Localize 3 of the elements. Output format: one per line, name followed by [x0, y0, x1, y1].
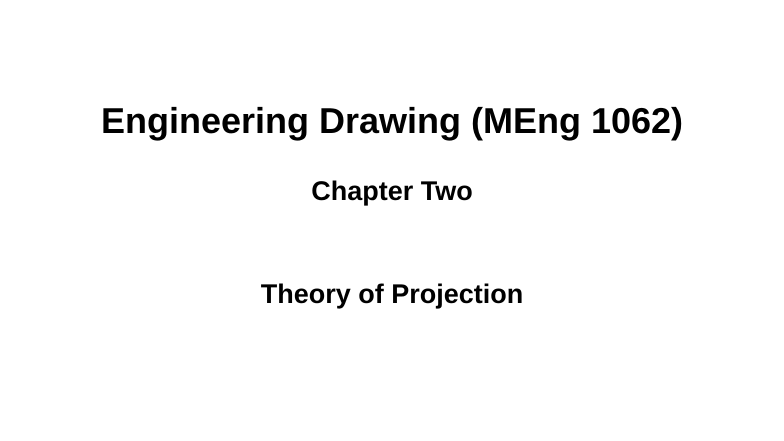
slide-title: Engineering Drawing (MEng 1062) [100, 100, 684, 142]
slide-subtitle: Theory of Projection [260, 279, 524, 310]
slide-subtitle: Chapter Two [311, 176, 473, 207]
